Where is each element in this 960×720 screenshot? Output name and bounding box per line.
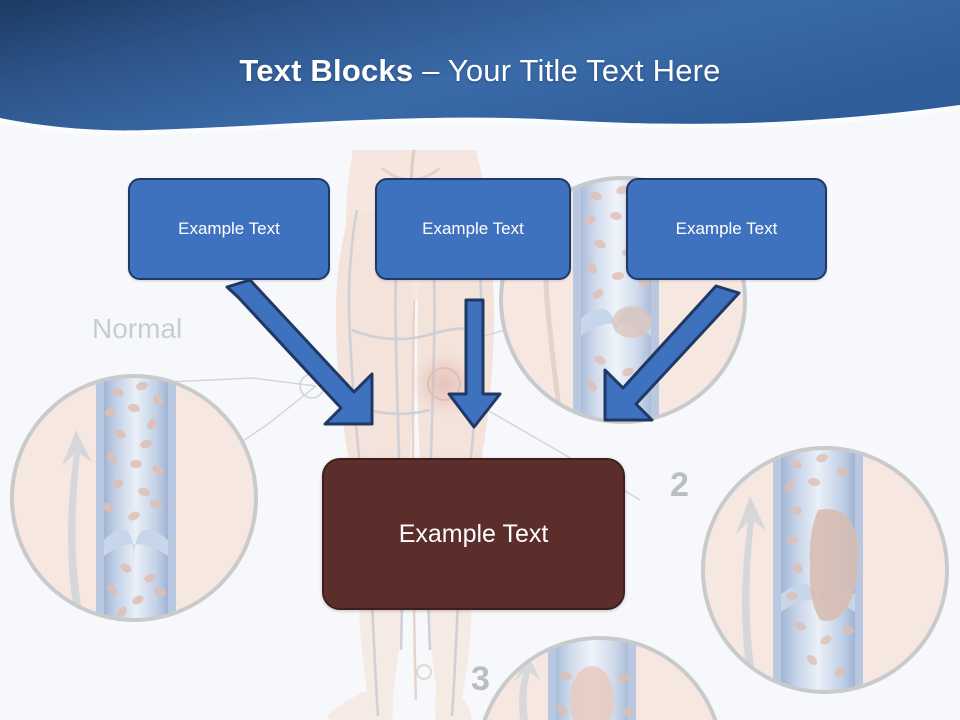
page-title-bold: Text Blocks	[239, 53, 414, 88]
magnifier-circle-clot	[701, 446, 949, 694]
illustration-label-normal: Normal	[92, 313, 183, 344]
text-block-2[interactable]: Example Text	[375, 178, 571, 280]
marker-dot	[416, 664, 432, 680]
text-block-1-label: Example Text	[178, 219, 280, 238]
text-block-4[interactable]: Example Text	[322, 458, 625, 610]
text-block-4-label: Example Text	[398, 519, 549, 548]
arrow-down	[447, 298, 502, 429]
text-block-3[interactable]: Example Text	[626, 178, 827, 280]
banner-edge-highlight	[0, 105, 960, 136]
arrow-down-left	[603, 284, 741, 422]
page-title-regular: – Your Title Text Here	[413, 53, 721, 88]
page-title: Text Blocks – Your Title Text Here	[0, 52, 960, 90]
arrow-down-right	[225, 278, 374, 426]
text-block-3-label: Example Text	[675, 219, 778, 238]
illustration-number-2: 2	[670, 466, 689, 504]
text-block-1[interactable]: Example Text	[128, 178, 330, 280]
illustration-number-3: 3	[471, 660, 490, 698]
title-banner	[0, 0, 960, 136]
text-block-2-label: Example Text	[422, 219, 524, 238]
magnifier-circle-normal	[10, 374, 258, 622]
